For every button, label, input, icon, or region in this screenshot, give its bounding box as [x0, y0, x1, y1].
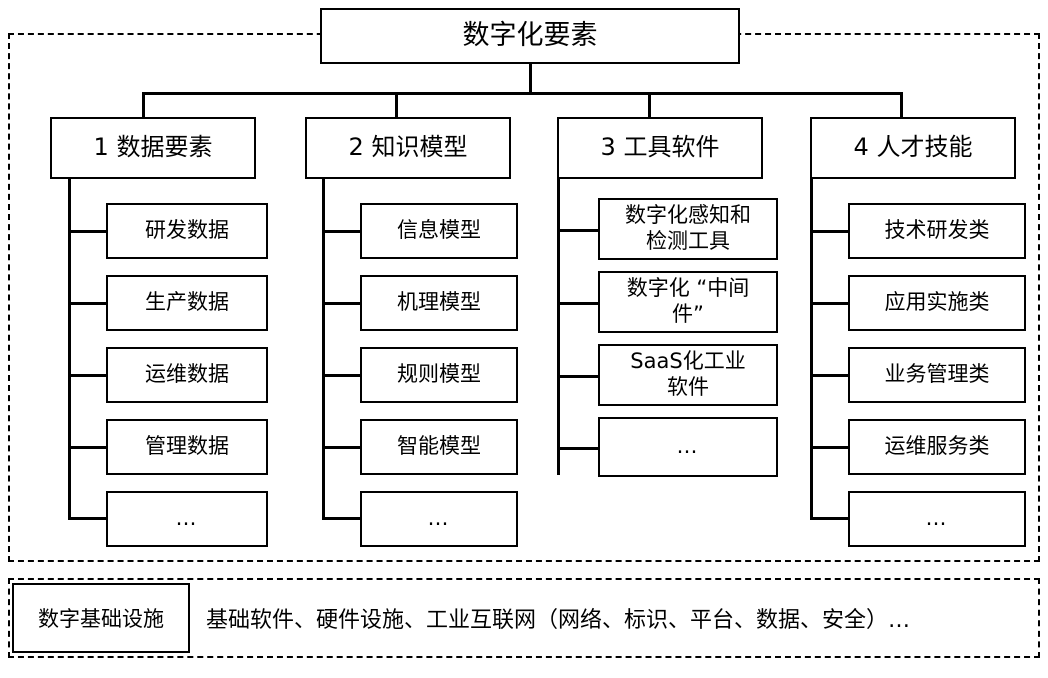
column-spine-col4: [810, 179, 813, 517]
leaf-node[interactable]: 应用实施类: [848, 275, 1026, 331]
leaf-node[interactable]: 技术研发类: [848, 203, 1026, 259]
column-stub-col3-item1: [557, 229, 600, 232]
column-stub-col4-item5: [810, 517, 850, 520]
foundation-description: 基础软件、硬件设施、工业互联网（网络、标识、平台、数据、安全）…: [206, 608, 911, 633]
column-stub-col2-item2: [322, 302, 362, 305]
root-drop-line: [529, 64, 532, 95]
column-stub-col4-item2: [810, 302, 850, 305]
leaf-node[interactable]: 运维服务类: [848, 419, 1026, 475]
root-node-digital-elements[interactable]: 数字化要素: [320, 8, 740, 64]
bus-drop-line-col1: [142, 92, 145, 119]
column-stub-col4-item1: [810, 230, 850, 233]
column-stub-col1-item5: [68, 517, 108, 520]
column-stub-col1-item2: [68, 302, 108, 305]
column-stub-col3-item3: [557, 375, 600, 378]
leaf-node-ellipsis[interactable]: …: [848, 491, 1026, 547]
bus-drop-line-col2: [395, 92, 398, 119]
leaf-node[interactable]: 运维数据: [106, 347, 268, 403]
column-stub-col2-item5: [322, 517, 362, 520]
column-header-knowledge-models[interactable]: 2 知识模型: [305, 117, 511, 179]
leaf-node[interactable]: SaaS化工业 软件: [598, 344, 778, 406]
bus-drop-line-col3: [648, 92, 651, 119]
leaf-node[interactable]: 生产数据: [106, 275, 268, 331]
leaf-node[interactable]: 数字化 “中间 件”: [598, 271, 778, 333]
column-stub-col4-item3: [810, 374, 850, 377]
column-header-data-elements[interactable]: 1 数据要素: [50, 117, 256, 179]
infrastructure-dashed-frame: [8, 578, 1040, 658]
leaf-node[interactable]: 业务管理类: [848, 347, 1026, 403]
leaf-node-ellipsis[interactable]: …: [106, 491, 268, 547]
column-stub-col2-item1: [322, 230, 362, 233]
bus-drop-line-col4: [900, 92, 903, 119]
column-spine-col3: [557, 179, 560, 475]
leaf-node-ellipsis[interactable]: …: [360, 491, 518, 547]
column-spine-col1: [68, 179, 71, 517]
column-stub-col4-item4: [810, 446, 850, 449]
column-stub-col3-item2: [557, 302, 600, 305]
leaf-node-ellipsis[interactable]: …: [598, 417, 778, 477]
leaf-node[interactable]: 管理数据: [106, 419, 268, 475]
leaf-node[interactable]: 机理模型: [360, 275, 518, 331]
leaf-node[interactable]: 智能模型: [360, 419, 518, 475]
column-stub-col1-item1: [68, 230, 108, 233]
column-header-talent-skills[interactable]: 4 人才技能: [810, 117, 1016, 179]
foundation-label-box[interactable]: 数字基础设施: [12, 583, 190, 653]
column-header-tool-software[interactable]: 3 工具软件: [557, 117, 763, 179]
leaf-node[interactable]: 规则模型: [360, 347, 518, 403]
column-stub-col3-item4: [557, 447, 600, 450]
column-spine-col2: [322, 179, 325, 517]
column-stub-col1-item4: [68, 446, 108, 449]
leaf-node[interactable]: 研发数据: [106, 203, 268, 259]
column-stub-col2-item4: [322, 446, 362, 449]
leaf-node[interactable]: 数字化感知和 检测工具: [598, 198, 778, 260]
root-bus-line: [142, 92, 903, 95]
column-stub-col1-item3: [68, 374, 108, 377]
leaf-node[interactable]: 信息模型: [360, 203, 518, 259]
column-stub-col2-item3: [322, 374, 362, 377]
